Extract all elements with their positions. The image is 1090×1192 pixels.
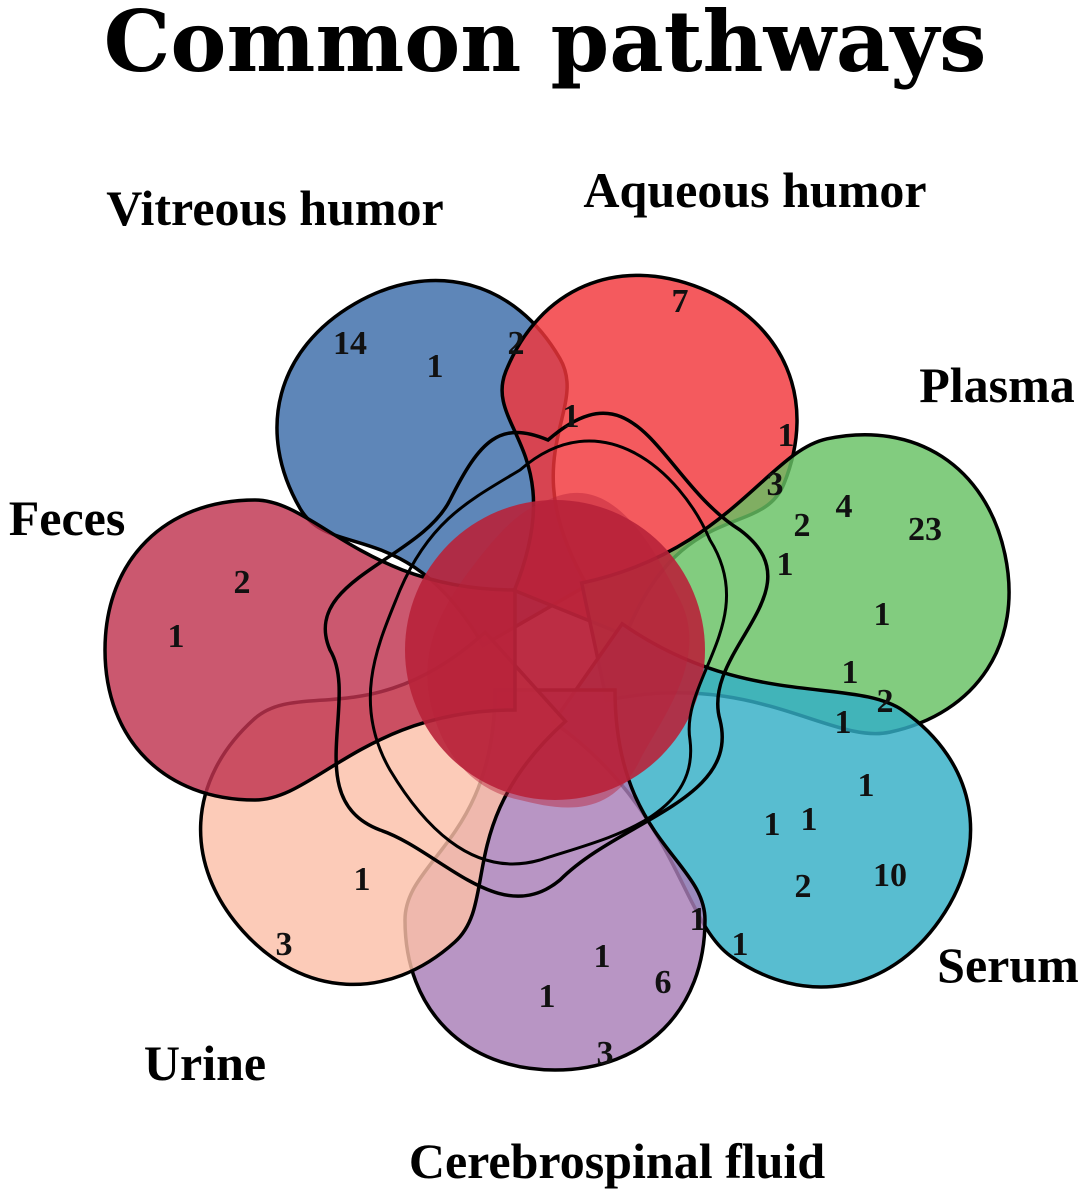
region-count: 1 [563,398,580,435]
inner-ring-1 [323,411,770,898]
chart-title: Common pathways [103,0,987,91]
region-count: 1 [594,938,611,975]
region-count: 2 [508,325,525,362]
venn-inner-rings [323,411,770,898]
region-count: 1 [354,861,371,898]
region-count: 3 [767,466,784,503]
region-count: 23 [908,511,942,548]
region-count: 3 [276,926,293,963]
set-label-serum: Serum [937,937,1079,993]
region-count: 10 [873,857,907,894]
set-label-plasma: Plasma [919,357,1075,413]
region-count: 1 [874,596,891,633]
region-count: 2 [795,868,812,905]
set-label-cerebrospinal-fluid: Cerebrospinal fluid [409,1133,825,1189]
region-count: 1 [168,618,185,655]
set-label-aqueous-humor: Aqueous humor [583,162,926,218]
region-count: 7 [672,283,689,320]
region-count: 6 [655,964,672,1001]
venn-petals [103,273,1011,1072]
set-label-vitreous-humor: Vitreous humor [106,180,444,236]
region-count: 1 [858,767,875,804]
region-count: 1 [764,806,781,843]
region-count: 1 [732,926,749,963]
set-label-feces: Feces [9,490,126,546]
region-count: 1 [427,348,444,385]
region-count: 1 [778,417,795,454]
region-count: 2 [794,507,811,544]
region-count: 1 [842,654,859,691]
region-counts: 14 7 23 10 3 3 1 2 1 1 1 3 2 4 1 1 1 1 2… [168,283,943,1072]
region-count: 1 [539,978,556,1015]
region-count: 1 [835,704,852,741]
set-labels: Vitreous humor Aqueous humor Plasma Seru… [9,162,1079,1189]
region-count: 14 [333,325,367,362]
region-count: 1 [777,546,794,583]
petal-feces [103,498,517,802]
core-region [427,492,690,808]
region-count: 1 [690,901,707,938]
core-intersection [405,500,705,800]
region-count: 3 [597,1035,614,1072]
region-count: 2 [234,564,251,601]
set-label-urine: Urine [144,1035,266,1091]
region-count: 2 [877,683,894,720]
region-count: 4 [836,488,853,525]
region-count: 1 [801,801,818,838]
inner-ring-2 [368,439,729,866]
